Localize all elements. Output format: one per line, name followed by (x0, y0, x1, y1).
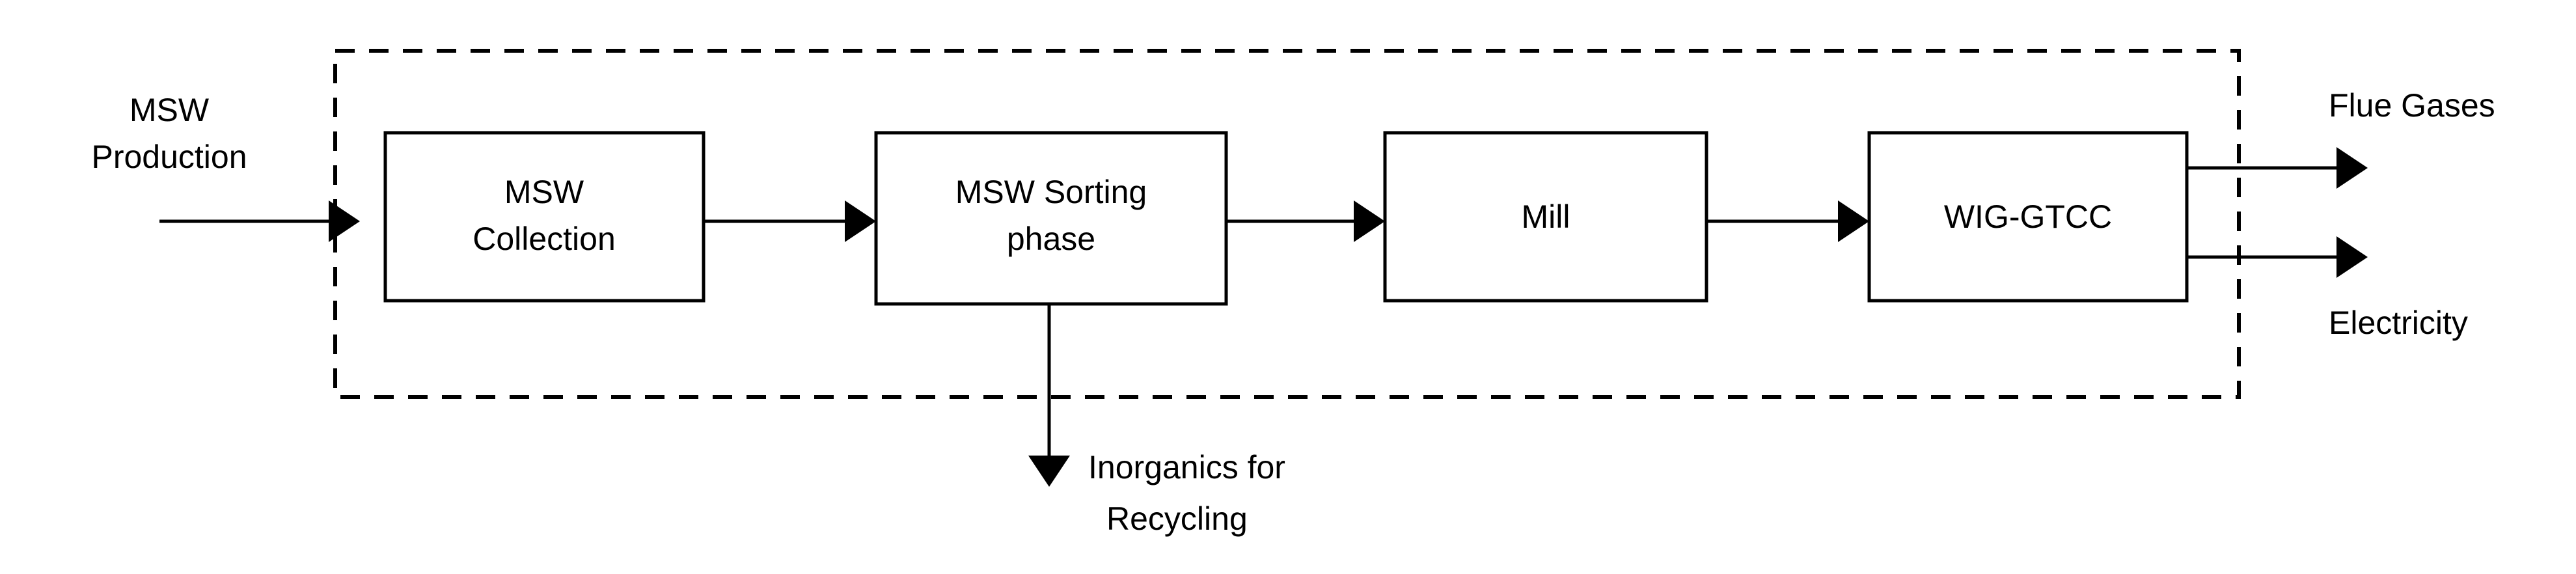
msw-collection-box[interactable] (383, 131, 706, 303)
arrowhead-into-wiggtcc (1838, 200, 1869, 242)
label-inorganics-for-recycling: Inorganics for Recycling (1088, 449, 1285, 537)
wig-gtcc-label: WIG-GTCC (1944, 198, 2112, 235)
flow-sorting-to-inorganics (1028, 304, 1070, 487)
arrowhead-into-boundary (329, 200, 360, 242)
flow-mill-to-wiggtcc (1706, 200, 1869, 242)
node-msw-collection[interactable]: MSW Collection (383, 131, 706, 303)
arrowhead-into-mill (1354, 200, 1385, 242)
flow-sorting-to-mill (1226, 200, 1385, 242)
wig-gtcc-box[interactable] (1867, 131, 2189, 303)
mill-label: Mill (1522, 198, 1570, 235)
system-boundary (333, 49, 2241, 399)
msw-production-label-line1: MSW (130, 92, 210, 128)
inorganics-label-line1: Inorganics for (1088, 449, 1285, 485)
arrowhead-flue-gases (2336, 147, 2368, 189)
msw-production-label-line2: Production (91, 139, 247, 175)
flue-gases-label: Flue Gases (2329, 87, 2495, 124)
msw-collection-label-line2: Collection (473, 221, 616, 257)
arrowhead-electricity (2336, 236, 2368, 278)
mill-box[interactable] (1383, 131, 1708, 303)
flow-collection-to-sorting (704, 200, 876, 242)
flow-production-to-boundary (159, 200, 360, 242)
arrowhead-into-inorganics (1028, 456, 1070, 487)
node-mill[interactable]: Mill (1383, 131, 1708, 303)
node-wig-gtcc[interactable]: WIG-GTCC (1867, 131, 2189, 303)
msw-sorting-phase-box[interactable] (874, 131, 1228, 306)
inorganics-label-line2: Recycling (1106, 500, 1248, 537)
msw-sorting-phase-label-line1: MSW Sorting (955, 174, 1147, 210)
arrowhead-into-sorting (845, 200, 876, 242)
msw-sorting-phase-label-line2: phase (1007, 221, 1095, 257)
flow-wiggtcc-to-electricity (2187, 236, 2368, 278)
msw-collection-label-line1: MSW (504, 174, 584, 210)
electricity-label: Electricity (2329, 305, 2468, 341)
node-msw-sorting-phase[interactable]: MSW Sorting phase (874, 131, 1228, 306)
label-msw-production: MSW Production (91, 92, 247, 175)
flow-wiggtcc-to-flue-gases (2187, 147, 2368, 189)
